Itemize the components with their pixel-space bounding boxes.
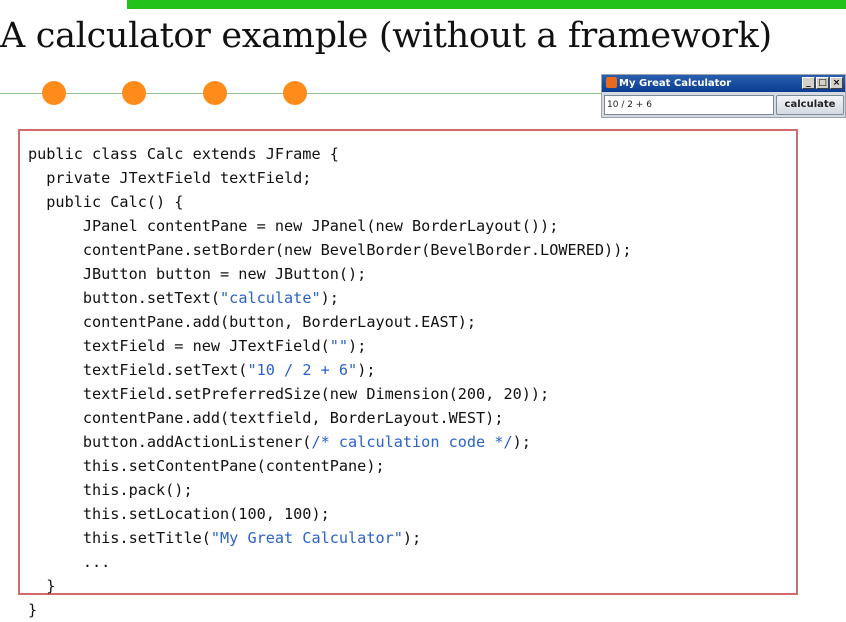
- code-text: contentPane.setBorder(new BevelBorder(Be…: [28, 241, 632, 259]
- code-text: );: [357, 361, 376, 379]
- decorative-line: [0, 93, 846, 94]
- code-line: JButton button = new JButton();: [28, 262, 631, 286]
- code-string-literal: /* calculation code */: [311, 433, 513, 451]
- code-text: );: [512, 433, 531, 451]
- code-line: contentPane.setBorder(new BevelBorder(Be…: [28, 238, 632, 262]
- calculator-window: My Great Calculator _ □ × 10 / 2 + 6 cal…: [601, 74, 846, 118]
- slide-title: A calculator example (without a framewor…: [0, 16, 772, 56]
- code-text: this.setContentPane(contentPane);: [28, 457, 385, 475]
- code-text: textField.setText(: [28, 361, 248, 379]
- code-line: ...: [28, 550, 631, 574]
- code-line: contentPane.add(button, BorderLayout.EAS…: [28, 310, 631, 334]
- code-text: JPanel contentPane = new JPanel(new Bord…: [28, 217, 559, 235]
- code-line: public Calc() {: [28, 190, 631, 214]
- minimize-icon[interactable]: _: [802, 77, 815, 89]
- window-controls: _ □ ×: [802, 77, 843, 89]
- code-text: public class Calc extends JFrame {: [28, 145, 339, 163]
- code-text: ...: [28, 553, 111, 571]
- code-text: button.setText(: [28, 289, 221, 307]
- code-text: textField = new JTextField(: [28, 337, 330, 355]
- decorative-dot: [122, 81, 146, 105]
- code-listing-box: public class Calc extends JFrame { priva…: [18, 129, 798, 619]
- code-string-literal: "": [329, 337, 349, 355]
- decorative-dot: [203, 81, 227, 105]
- window-title: My Great Calculator: [619, 78, 732, 89]
- expression-input[interactable]: 10 / 2 + 6: [604, 95, 774, 115]
- code-line: this.pack();: [28, 478, 631, 502]
- code-line: textField = new JTextField("");: [28, 334, 631, 358]
- code-text: public Calc() {: [28, 193, 184, 211]
- code-text: );: [320, 289, 339, 307]
- code-line: }: [28, 598, 631, 622]
- code-text: this.setTitle(: [28, 529, 211, 547]
- code-line: this.setContentPane(contentPane);: [28, 454, 631, 478]
- java-icon: [606, 77, 617, 88]
- code-text: );: [348, 337, 367, 355]
- code-line: this.setLocation(100, 100);: [28, 502, 631, 526]
- code-string-literal: "10 / 2 + 6": [247, 361, 358, 379]
- code-text: this.pack();: [28, 481, 193, 499]
- code-text: contentPane.add(textfield, BorderLayout.…: [28, 409, 504, 427]
- decorative-dot: [42, 81, 66, 105]
- close-icon[interactable]: ×: [830, 77, 843, 89]
- code-text: button.addActionListener(: [28, 433, 312, 451]
- code-string-literal: "My Great Calculator": [210, 529, 403, 547]
- code-line: }: [28, 574, 631, 598]
- code-line: button.setText("calculate");: [28, 286, 631, 310]
- code-text: private JTextField textField;: [28, 169, 312, 187]
- code-block: public class Calc extends JFrame { priva…: [28, 142, 631, 622]
- code-line: contentPane.add(textfield, BorderLayout.…: [28, 406, 631, 430]
- code-line: JPanel contentPane = new JPanel(new Bord…: [28, 214, 631, 238]
- code-text: this.setLocation(100, 100);: [28, 505, 330, 523]
- top-accent-bar: [127, 0, 846, 9]
- decorative-dot: [283, 81, 307, 105]
- code-line: this.setTitle("My Great Calculator");: [28, 526, 631, 550]
- code-line: button.addActionListener(/* calculation …: [28, 430, 631, 454]
- window-titlebar[interactable]: My Great Calculator _ □ ×: [602, 75, 845, 92]
- calculate-button[interactable]: calculate: [776, 95, 844, 115]
- code-text: textField.setPreferredSize(new Dimension…: [28, 385, 550, 403]
- code-string-literal: "calculate": [220, 289, 321, 307]
- code-line: textField.setText("10 / 2 + 6");: [28, 358, 631, 382]
- code-line: public class Calc extends JFrame {: [28, 142, 631, 166]
- code-text: );: [402, 529, 422, 547]
- code-text: contentPane.add(button, BorderLayout.EAS…: [28, 313, 477, 331]
- code-text: }: [28, 601, 38, 619]
- code-line: private JTextField textField;: [28, 166, 631, 190]
- maximize-icon[interactable]: □: [816, 77, 829, 89]
- code-text: }: [28, 577, 56, 595]
- code-line: textField.setPreferredSize(new Dimension…: [28, 382, 631, 406]
- code-text: JButton button = new JButton();: [28, 265, 367, 283]
